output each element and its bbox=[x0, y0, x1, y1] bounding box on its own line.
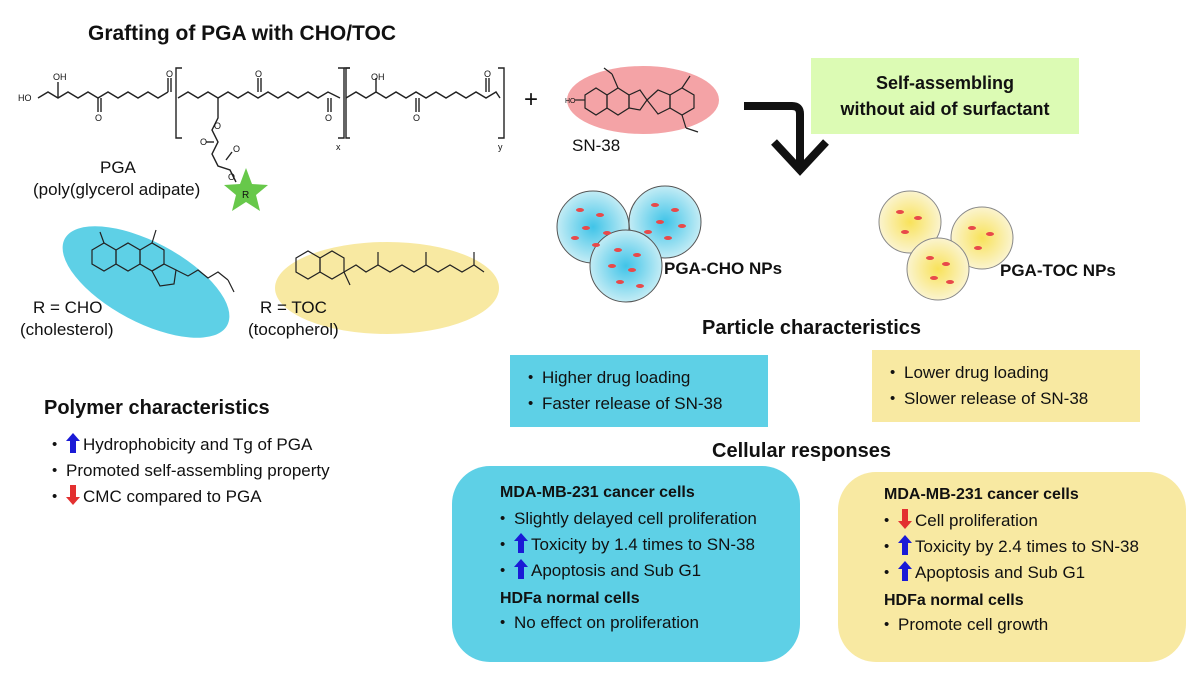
cholesterol-structure bbox=[91, 229, 235, 293]
r-group-star-icon bbox=[224, 168, 268, 211]
particle-toc-item: Lower drug loading bbox=[890, 360, 1140, 386]
particle-cho-box: Higher drug loading Faster release of SN… bbox=[510, 355, 768, 427]
chem-r: R bbox=[242, 190, 249, 201]
chem-oh-2: OH bbox=[371, 72, 385, 82]
cho-cancer-item: Toxicity by 1.4 times to SN-38 bbox=[500, 532, 800, 558]
chem-o-1: O bbox=[95, 113, 102, 123]
down-arrow-icon bbox=[66, 485, 80, 505]
cholesterol-ellipse bbox=[62, 226, 230, 338]
polymer-item: CMC compared to PGA bbox=[52, 484, 330, 510]
r-cho-label: R = CHO bbox=[33, 298, 103, 317]
particle-cho-item: Faster release of SN-38 bbox=[528, 391, 768, 417]
r-toc-name: (tocopherol) bbox=[248, 320, 339, 339]
chem-o-7: O bbox=[214, 121, 221, 131]
chem-o-9: O bbox=[233, 144, 240, 154]
toc-cancer-title: MDA-MB-231 cancer cells bbox=[884, 486, 1079, 503]
polymer-characteristics-title: Polymer characteristics bbox=[44, 397, 270, 419]
self-assembling-text: Self-assembling without aid of surfactan… bbox=[840, 73, 1050, 119]
toc-cancer-item: Cell proliferation bbox=[884, 508, 1186, 534]
up-arrow-icon bbox=[514, 559, 528, 579]
up-arrow-icon bbox=[898, 561, 912, 581]
chem-ho: HO bbox=[18, 93, 32, 103]
r-cho-name: (cholesterol) bbox=[20, 320, 114, 339]
pga-cho-nanoparticles bbox=[556, 185, 702, 303]
chem-o-2: O bbox=[166, 69, 173, 79]
tocopherol-structure bbox=[295, 250, 485, 286]
chem-oh-1: OH bbox=[53, 72, 67, 82]
self-assembling-box: Self-assembling without aid of surfactan… bbox=[811, 58, 1079, 134]
polymer-characteristics-list: Hydrophobicity and Tg of PGA Promoted se… bbox=[52, 432, 330, 510]
pga-full-name: (poly(glycerol adipate) bbox=[33, 180, 201, 199]
pga-toc-np-label: PGA-TOC NPs bbox=[1000, 261, 1116, 280]
chem-o-4: O bbox=[325, 113, 332, 123]
down-arrow-icon bbox=[898, 509, 912, 529]
cell-cho-box: MDA-MB-231 cancer cells Slightly delayed… bbox=[452, 466, 800, 662]
cho-cancer-title: MDA-MB-231 cancer cells bbox=[500, 484, 695, 501]
sn38-structure bbox=[575, 67, 699, 133]
toc-cancer-item: Toxicity by 2.4 times to SN-38 bbox=[884, 534, 1186, 560]
tocopherol-ellipse bbox=[275, 242, 499, 334]
toc-cancer-item: Apoptosis and Sub G1 bbox=[884, 560, 1186, 586]
plus-sign: + bbox=[524, 86, 539, 113]
cell-toc-box: MDA-MB-231 cancer cells Cell proliferati… bbox=[838, 472, 1186, 662]
up-arrow-icon bbox=[898, 535, 912, 555]
chem-o-6: O bbox=[484, 69, 491, 79]
cho-cancer-item: Apoptosis and Sub G1 bbox=[500, 558, 800, 584]
grafting-title: Grafting of PGA with CHO/TOC bbox=[88, 22, 396, 45]
pga-toc-nanoparticles bbox=[878, 190, 1014, 301]
chem-o-8: O bbox=[200, 137, 207, 147]
cellular-responses-title: Cellular responses bbox=[712, 440, 891, 462]
up-arrow-icon bbox=[66, 433, 80, 453]
cho-cancer-item: Slightly delayed cell proliferation bbox=[500, 506, 800, 532]
toc-normal-title: HDFa normal cells bbox=[884, 592, 1024, 609]
sn38-ellipse bbox=[567, 66, 719, 134]
polymer-item: Promoted self-assembling property bbox=[52, 458, 330, 484]
chem-o-5: O bbox=[413, 113, 420, 123]
toc-normal-item: Promote cell growth bbox=[884, 612, 1186, 638]
up-arrow-icon bbox=[514, 533, 528, 553]
self-assembling-arrow-icon bbox=[744, 102, 829, 176]
particle-characteristics-title: Particle characteristics bbox=[702, 317, 922, 339]
sn38-label: SN-38 bbox=[572, 136, 621, 155]
chem-y: y bbox=[498, 142, 503, 152]
particle-cho-item: Higher drug loading bbox=[528, 365, 768, 391]
sn38-ho: HO bbox=[565, 98, 576, 105]
chem-o-3: O bbox=[255, 69, 262, 79]
chem-o-10: O bbox=[228, 172, 235, 182]
cho-normal-title: HDFa normal cells bbox=[500, 590, 640, 607]
r-toc-label: R = TOC bbox=[260, 298, 327, 317]
pga-cho-np-label: PGA-CHO NPs bbox=[664, 259, 783, 278]
chem-x: x bbox=[336, 142, 341, 152]
pga-structure bbox=[37, 67, 505, 183]
polymer-item: Hydrophobicity and Tg of PGA bbox=[52, 432, 330, 458]
particle-toc-item: Slower release of SN-38 bbox=[890, 386, 1140, 412]
pga-label: PGA bbox=[100, 158, 136, 177]
cho-normal-item: No effect on proliferation bbox=[500, 610, 800, 636]
particle-toc-box: Lower drug loading Slower release of SN-… bbox=[872, 350, 1140, 422]
